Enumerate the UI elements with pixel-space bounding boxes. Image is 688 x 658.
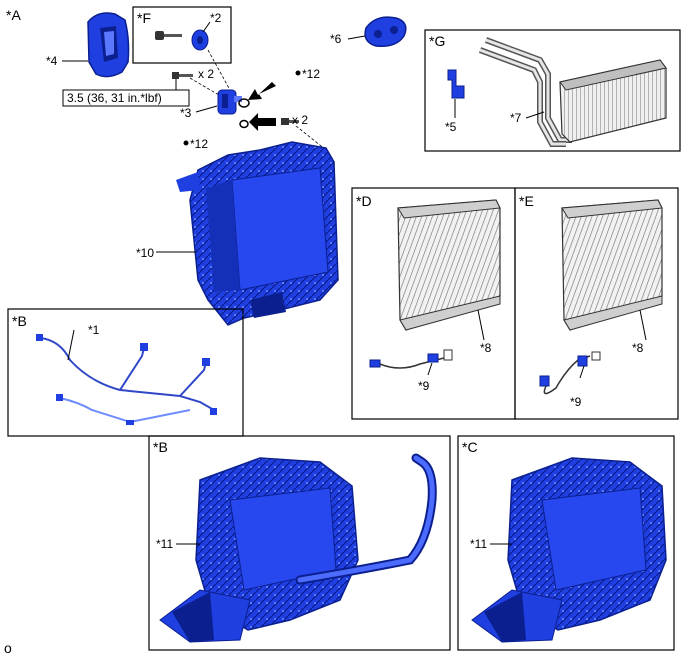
callout-7: *7	[510, 111, 522, 125]
callout-11-c: *11	[470, 537, 487, 551]
dot-12-bottom	[183, 140, 189, 146]
box-e-label: *E	[519, 193, 534, 209]
box-c-unit-label: *C	[462, 439, 478, 455]
box-f	[132, 6, 232, 64]
part-5-clamp	[447, 69, 465, 99]
callout-12-bottom: *12	[190, 137, 208, 151]
qty-bolt: x 2	[292, 113, 308, 127]
box-b-unit-label: *B	[153, 439, 168, 455]
callout-2: *2	[210, 11, 222, 25]
callout-3: *3	[180, 106, 192, 120]
page-code: o	[4, 640, 12, 656]
callout-1: *1	[88, 323, 100, 337]
dot-12-top	[295, 70, 301, 76]
callout-11-b: *11	[156, 537, 173, 551]
part-9-sensor-e	[539, 351, 601, 395]
part-3-valve	[217, 89, 242, 115]
callout-6: *6	[330, 32, 342, 46]
callout-8-d: *8	[480, 341, 492, 355]
part-8-evaporator-d	[397, 199, 501, 331]
callout-8-e: *8	[632, 341, 644, 355]
arrow-bottom-icon	[249, 113, 276, 131]
box-f-label: *F	[137, 10, 151, 26]
callout-5: *5	[445, 120, 457, 134]
part-screw-x2	[172, 72, 193, 79]
part-10-housing	[176, 141, 339, 326]
part-1-wire-harness	[36, 334, 217, 425]
part-6-grommet	[364, 16, 407, 48]
callout-9-d: *9	[418, 379, 430, 393]
box-g-label: *G	[429, 33, 445, 49]
label-main-a: *A	[6, 7, 21, 23]
callout-9-e: *9	[570, 395, 582, 409]
part-11-hvac-unit-c	[471, 457, 667, 643]
qty-screw: x 2	[198, 67, 214, 81]
arrow-top-icon	[248, 82, 276, 100]
box-d-label: *D	[356, 193, 372, 209]
box-b-harness-label: *B	[12, 313, 27, 329]
callout-10: *10	[136, 246, 154, 260]
box-b-unit	[148, 435, 451, 651]
part-2-clip	[191, 29, 209, 51]
callout-4: *4	[46, 54, 58, 68]
torque-spec: 3.5 (36, 31 in.*lbf)	[67, 91, 162, 105]
part-8-evaporator-e	[561, 199, 663, 331]
part-4-cover	[87, 12, 130, 78]
box-g	[424, 29, 681, 152]
callout-12-top: *12	[302, 67, 320, 81]
o-ring-top	[238, 98, 250, 108]
part-9-sensor-d	[369, 349, 453, 369]
o-ring-bottom	[239, 119, 249, 129]
part-7-heater-core	[478, 37, 667, 147]
part-bolt-x2	[281, 118, 299, 125]
box-e	[514, 187, 679, 420]
box-b-harness	[7, 308, 244, 437]
torque-box	[62, 89, 190, 107]
part-f-screw	[155, 31, 182, 40]
box-c-unit	[457, 435, 675, 651]
part-11-hvac-unit-b	[159, 453, 437, 643]
